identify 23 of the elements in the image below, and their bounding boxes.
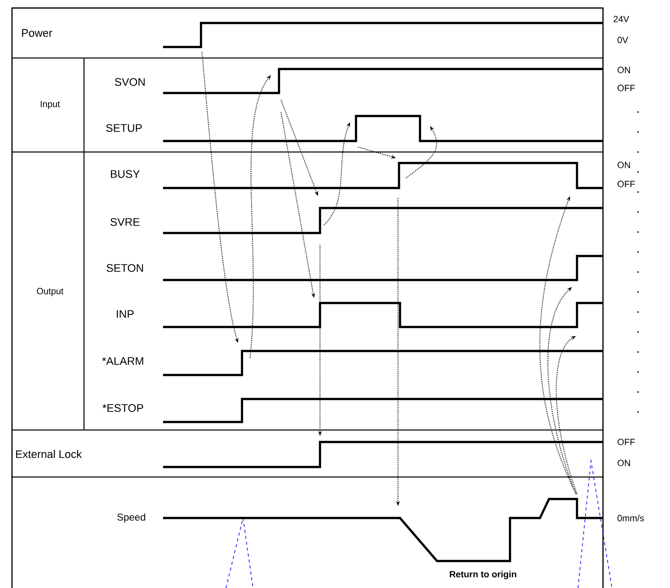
- level-label: 0V: [618, 36, 628, 44]
- signal-name: *ALARM: [102, 357, 144, 365]
- level-label: 0mm/s: [618, 514, 644, 522]
- signal-name: SETUP: [106, 124, 142, 132]
- level-label: 24V: [614, 16, 630, 22]
- signal-name: SETON: [106, 264, 143, 272]
- signal-name: INP: [116, 310, 134, 318]
- level-label: ON: [618, 66, 630, 74]
- level-label: ON: [618, 460, 630, 466]
- signal-name: Speed: [117, 513, 146, 523]
- row-label: Power: [22, 29, 52, 37]
- signal-name: SVON: [114, 78, 145, 86]
- speed-annotation: Return to origin: [450, 570, 516, 580]
- signal-name: BUSY: [110, 170, 140, 178]
- level-label: OFF: [618, 180, 635, 188]
- level-label: OFF: [618, 84, 635, 92]
- signal-name: *ESTOP: [102, 404, 144, 412]
- level-label: OFF: [618, 438, 635, 446]
- level-label: ON: [618, 162, 630, 168]
- group-label: Output: [36, 288, 64, 296]
- signal-name: SVRE: [110, 218, 140, 226]
- group-label: Input: [40, 100, 60, 110]
- row-label: External Lock: [16, 450, 82, 458]
